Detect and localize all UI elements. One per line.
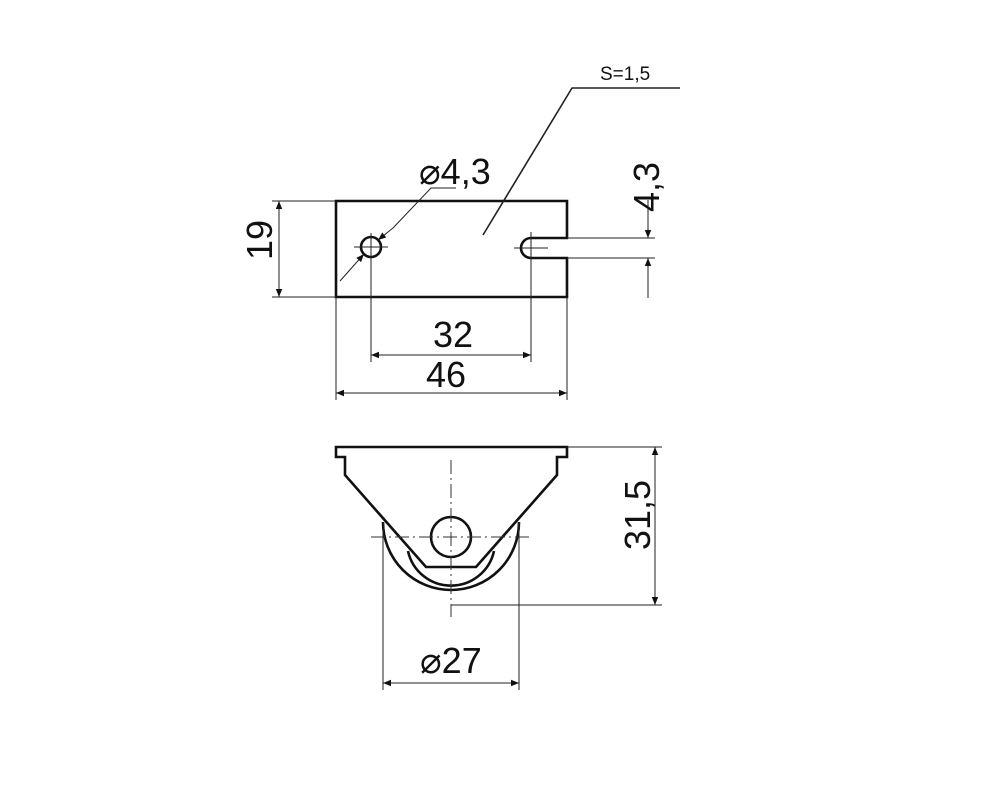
slot-width-dimension: 4,3 — [567, 162, 667, 298]
plate-height-dimension: 19 — [239, 200, 336, 298]
hole-spacing-dimension: 32 — [371, 314, 531, 359]
plate-length-label: 46 — [426, 354, 466, 395]
plate-height-label: 19 — [239, 220, 280, 260]
hole-diameter-dimension: ⌀4,3 — [339, 151, 491, 282]
material-thickness-note: S=1,5 — [482, 64, 680, 236]
wheel-diameter-dimension: ⌀27 — [382, 522, 520, 690]
slot-width-label: 4,3 — [626, 162, 667, 212]
plate-top-view — [334, 199, 569, 362]
wheel-diameter-label: ⌀27 — [420, 640, 482, 681]
castor-front-view — [334, 445, 569, 617]
total-height-label: 31,5 — [617, 480, 658, 550]
total-height-dimension: 31,5 — [451, 446, 662, 606]
hole-diameter-label: ⌀4,3 — [419, 151, 491, 192]
hole-spacing-label: 32 — [433, 314, 473, 355]
plate-length-dimension: 46 — [335, 297, 568, 400]
thickness-label: S=1,5 — [600, 64, 650, 85]
